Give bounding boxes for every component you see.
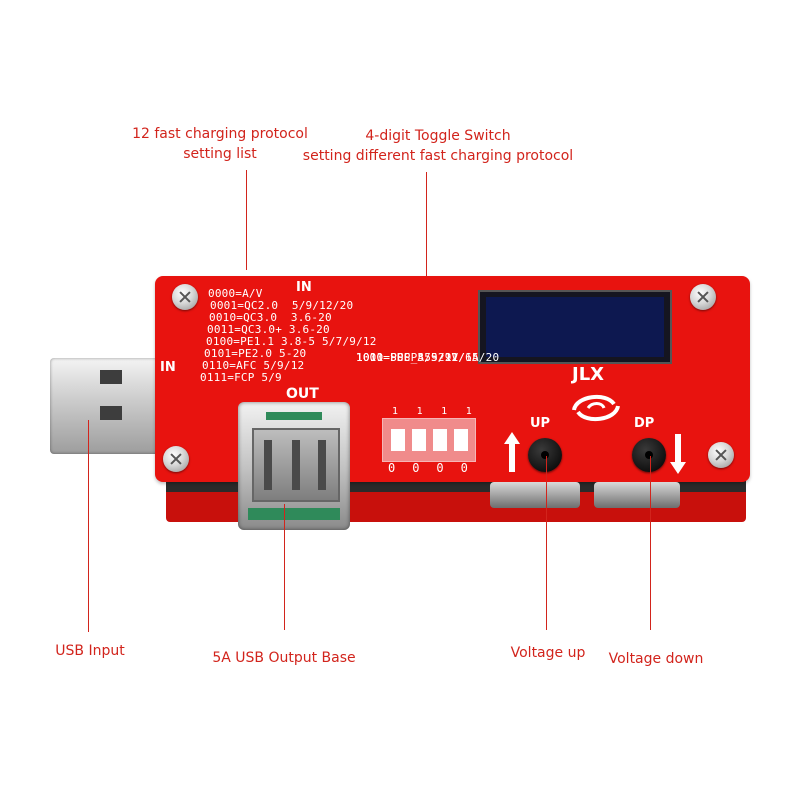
protocol-entry: 0001=QC2.0 5/9/12/20 [210,299,354,312]
switch-label: 0 [436,461,444,475]
arrow-down-icon [670,434,686,474]
usb-output-port [238,402,350,530]
dip-switch-labels-top: 1 1 1 1 [392,406,472,418]
callout-protocol-list-line2: setting list [183,146,257,162]
leader-usb-input [88,420,89,632]
usb-output-pins-mid [292,440,300,490]
label-dp: DP [634,416,655,431]
protocol-entry: 0101=PE2.0 5-20 [204,347,307,360]
switch-label: 0 [460,461,468,475]
protocol-entry: 0111=FCP 5/9 [200,371,282,384]
callout-toggle-switch-line1: 4-digit Toggle Switch [365,128,511,144]
usb-output-pins-left [264,440,272,490]
switch-label: 1 [416,406,423,417]
side-connector-right [594,482,680,508]
protocol-entry: 0011=QC3.0+ 3.6-20 [207,323,330,336]
screw-icon [163,446,189,472]
brand-logo-icon [572,394,620,422]
switch-label: 0 [388,461,396,475]
protocol-entry: 0000=A/V [208,287,263,300]
oled-glass [486,297,664,357]
protocol-entry: 1001=SSCP 5-21V/6A [356,351,479,364]
protocol-entry: 1011=PPS 3.3-21 [356,351,459,364]
oled-display [478,290,672,364]
usb-a-slot-top [100,370,122,384]
switch-label: 0 [412,461,420,475]
usb-a-slot-bottom [100,406,122,420]
protocol-entry: 0110=AFC 5/9/12 [202,359,305,372]
usb-output-green-tab-bottom [248,508,340,520]
side-connector-left [490,482,580,508]
callout-voltage-down: Voltage down [608,651,704,667]
dip-toggle-1[interactable] [391,429,405,451]
screw-icon [708,442,734,468]
usb-output-socket [252,428,340,502]
callout-usb-output: 5A USB Output Base [212,650,356,666]
switch-label: 1 [465,406,472,417]
dip-switch-labels-bottom: 0 0 0 0 [388,462,468,474]
callout-toggle-switch-line2: setting different fast charging protocol [302,148,574,164]
label-up: UP [530,416,551,431]
protocol-entry: 1010=PD 5/9/12/15/20 [356,351,500,364]
label-in-top: IN [296,280,312,295]
protocol-entry: 0100=PE1.1 3.8-5 5/7/9/12 [206,335,377,348]
usb-a-plug [50,358,162,454]
dip-toggle-4[interactable] [454,429,468,451]
arrow-up-icon [504,432,520,472]
protocol-entry: 1000=SCP_A 5/9 [356,351,452,364]
dip-toggle-3[interactable] [433,429,447,451]
voltage-down-button[interactable] [632,438,666,472]
callout-protocol-list: 12 fast charging protocol setting list [120,124,320,164]
usb-output-green-tab [266,412,322,420]
dip-switch[interactable] [382,418,476,462]
callout-voltage-up: Voltage up [510,645,586,661]
callout-toggle-switch: 4-digit Toggle Switch setting different … [290,126,586,166]
leader-protocol-list [246,170,247,270]
screw-icon [690,284,716,310]
voltage-up-button[interactable] [528,438,562,472]
callout-usb-input: USB Input [55,643,125,659]
leader-voltage-up [546,456,547,630]
switch-label: 1 [441,406,448,417]
label-out: OUT [286,386,319,402]
switch-label: 1 [392,406,399,417]
dip-toggle-2[interactable] [412,429,426,451]
protocol-entry: 0010=QC3.0 3.6-20 [209,311,332,324]
callout-protocol-list-line1: 12 fast charging protocol [132,126,308,142]
protocol-list-left: 0000=A/V 0001=QC2.0 5/9/12/20 0010=QC3.0… [200,288,377,384]
usb-output-pins-right [318,440,326,490]
label-in-left: IN [160,360,176,375]
leader-usb-output [284,504,285,630]
brand-name: JLX [572,364,605,385]
screw-icon [172,284,198,310]
leader-voltage-down [650,456,651,630]
